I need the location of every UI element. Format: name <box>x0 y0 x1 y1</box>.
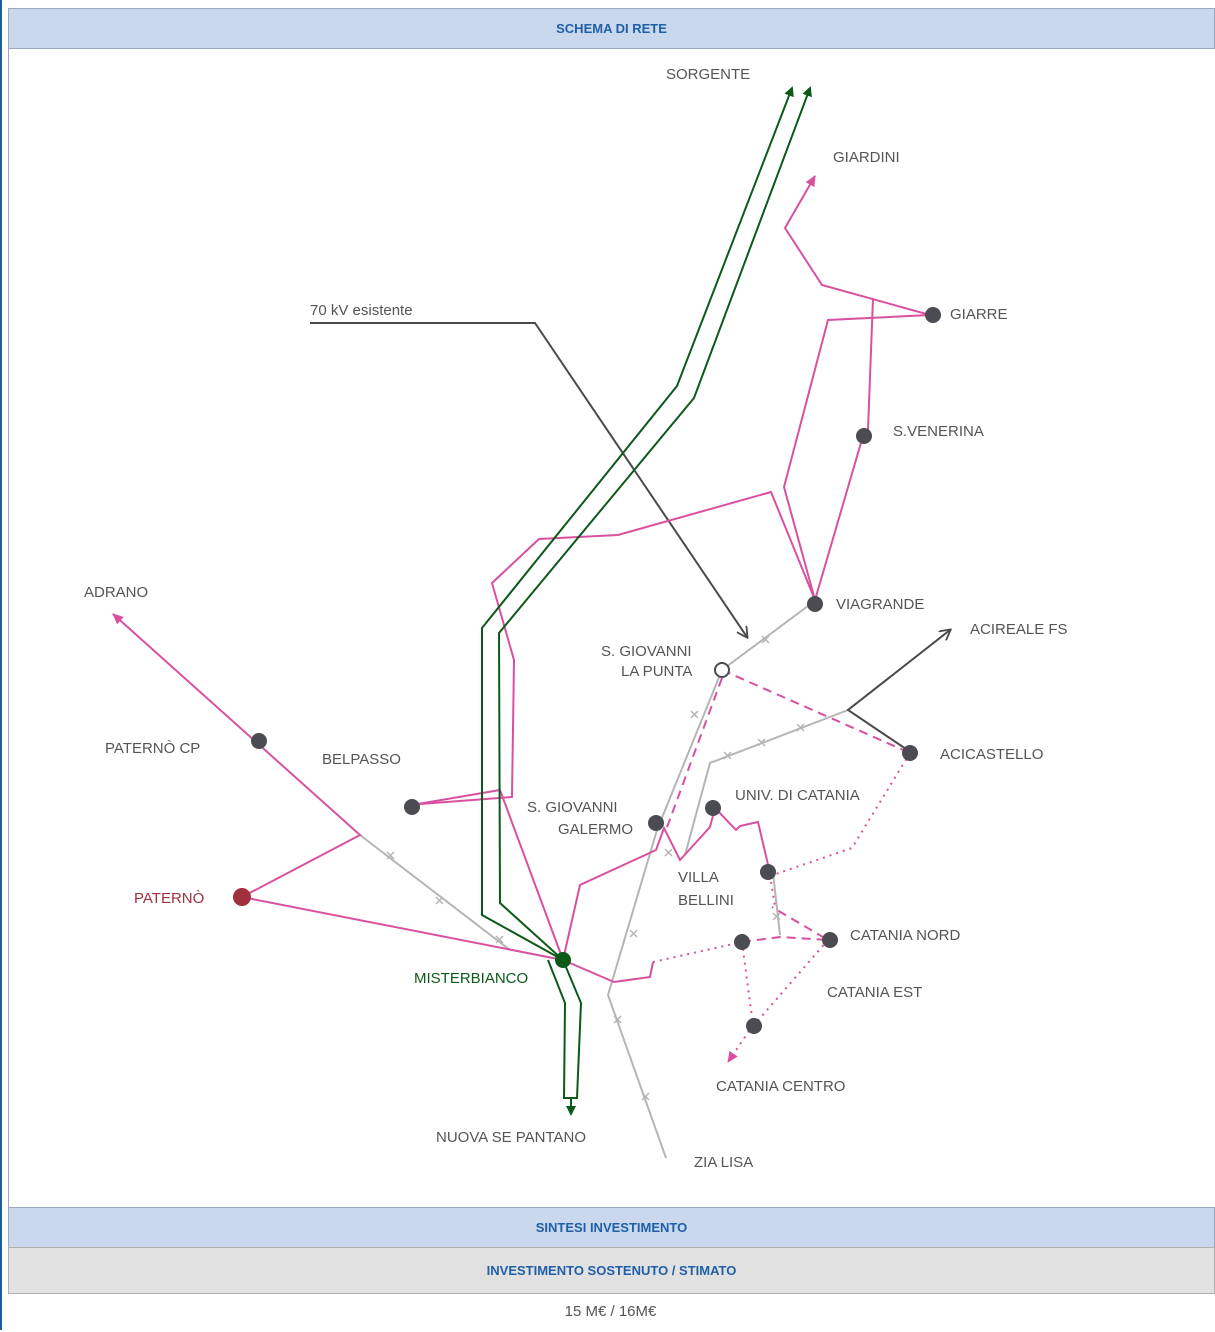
investment-value-row: 15 M€ / 16M€ <box>8 1293 1213 1330</box>
new-line-pantano <box>547 959 583 1099</box>
pink-line-giarre-s-venerina <box>867 297 874 431</box>
label-acicastello: ACICASTELLO <box>940 746 1043 763</box>
label-paterno-cp: PATERNÒ CP <box>105 740 200 757</box>
label-s-giovanni-punta-2: LA PUNTA <box>621 663 692 680</box>
node-catania-centro <box>746 1018 762 1034</box>
pink-line-giardini <box>783 175 931 316</box>
investment-summary-title: SINTESI INVESTIMENTO <box>535 1220 688 1235</box>
label-s-giovanni-galermo-1: S. GIOVANNI <box>527 799 618 816</box>
label-misterbianco: MISTERBIANCO <box>414 970 528 987</box>
investment-value: 15 M€ / 16M€ <box>564 1303 657 1320</box>
node-s-venerina <box>856 428 872 444</box>
node-catania-est <box>734 934 750 950</box>
label-nuova-se-pantano: NUOVA SE PANTANO <box>436 1129 586 1146</box>
label-catania-centro: CATANIA CENTRO <box>716 1078 845 1095</box>
new-line-sorgente-a <box>481 86 794 961</box>
node-paterno <box>233 888 251 906</box>
network-scheme-title: SCHEMA DI RETE <box>556 21 667 36</box>
grey-line-paterno-misterbianco <box>359 834 511 951</box>
diagram-labels: SORGENTE GIARDINI GIARRE 70 kV esistente… <box>84 66 1068 1171</box>
label-s-giovanni-punta-1: S. GIOVANNI <box>601 643 692 660</box>
pink-dotted-catania-nord-est <box>753 939 829 1026</box>
network-scheme-header: SCHEMA DI RETE <box>8 8 1215 49</box>
existing-70kv-line-s-giovanni <box>310 322 747 637</box>
pink-dashed-s-giovanni-galermo <box>665 677 723 831</box>
label-univ-catania: UNIV. DI CATANIA <box>735 787 860 804</box>
label-s-venerina: S.VENERINA <box>893 423 984 440</box>
label-belpasso: BELPASSO <box>322 751 401 768</box>
label-adrano: ADRANO <box>84 584 148 601</box>
node-giarre <box>925 307 941 323</box>
label-sorgente: SORGENTE <box>666 66 750 83</box>
node-acicastello <box>902 745 918 761</box>
node-univ-catania <box>705 800 721 816</box>
investment-subheader-label: INVESTIMENTO SOSTENUTO / STIMATO <box>486 1263 737 1278</box>
node-catania-nord <box>822 932 838 948</box>
existing-70kv-lines <box>310 322 950 750</box>
investment-summary-header: SINTESI INVESTIMENTO <box>8 1207 1215 1248</box>
node-misterbianco <box>555 952 571 968</box>
label-catania-est: CATANIA EST <box>827 984 922 1001</box>
node-s-giovanni-galermo <box>648 815 664 831</box>
pink-dotted-to-catania-est <box>652 940 754 1026</box>
pink-dashed-s-giovanni-acicastello <box>721 669 911 754</box>
pink-line-s-venerina-viagrande <box>814 435 864 601</box>
node-paterno-cp <box>251 733 267 749</box>
grey-line-acicastello <box>684 709 849 856</box>
pink-line-giarre-viagrande <box>782 314 931 601</box>
investment-subheader: INVESTIMENTO SOSTENUTO / STIMATO <box>8 1247 1215 1294</box>
existing-70kv-line-acireale <box>846 630 950 750</box>
pink-line-paterno-misterbianco <box>241 896 564 961</box>
new-line-sorgente-b <box>497 86 812 961</box>
substation-nodes <box>233 307 941 1034</box>
label-acireale-fs: ACIREALE FS <box>970 621 1068 638</box>
pink-solid-lines <box>112 175 931 984</box>
pink-dashed-lines <box>665 669 911 943</box>
label-giarre: GIARRE <box>950 306 1008 323</box>
label-villa-bellini-1: VILLA <box>678 869 719 886</box>
label-70kv-esistente: 70 kV esistente <box>310 302 413 319</box>
node-villa-bellini <box>760 864 776 880</box>
pink-line-viagrande-belpasso <box>419 490 816 805</box>
label-catania-nord: CATANIA NORD <box>850 927 960 944</box>
pink-line-misterbianco-catania <box>562 959 654 984</box>
label-villa-bellini-2: BELLINI <box>678 892 734 909</box>
label-s-giovanni-galermo-2: GALERMO <box>558 821 633 838</box>
label-giardini: GIARDINI <box>833 149 900 166</box>
content-left-rule <box>8 47 9 1207</box>
node-belpasso <box>404 799 420 815</box>
grey-line-markers <box>386 635 805 1101</box>
pink-dashed-catania-nord <box>741 906 829 943</box>
label-zia-lisa: ZIA LISA <box>694 1154 753 1171</box>
label-viagrande: VIAGRANDE <box>836 596 924 613</box>
pink-dotted-acicastello-villa-bellini <box>772 752 911 876</box>
label-paterno: PATERNÒ <box>134 890 204 907</box>
grey-existing-lines <box>359 602 849 1159</box>
pink-line-misterbianco-villa-bellini <box>562 806 771 961</box>
node-s-giovanni-la-punta <box>714 662 730 678</box>
grey-line-villa-bellini <box>772 872 781 936</box>
new-double-line <box>481 86 812 1116</box>
node-viagrande <box>807 596 823 612</box>
pink-line-paterno <box>112 613 362 898</box>
